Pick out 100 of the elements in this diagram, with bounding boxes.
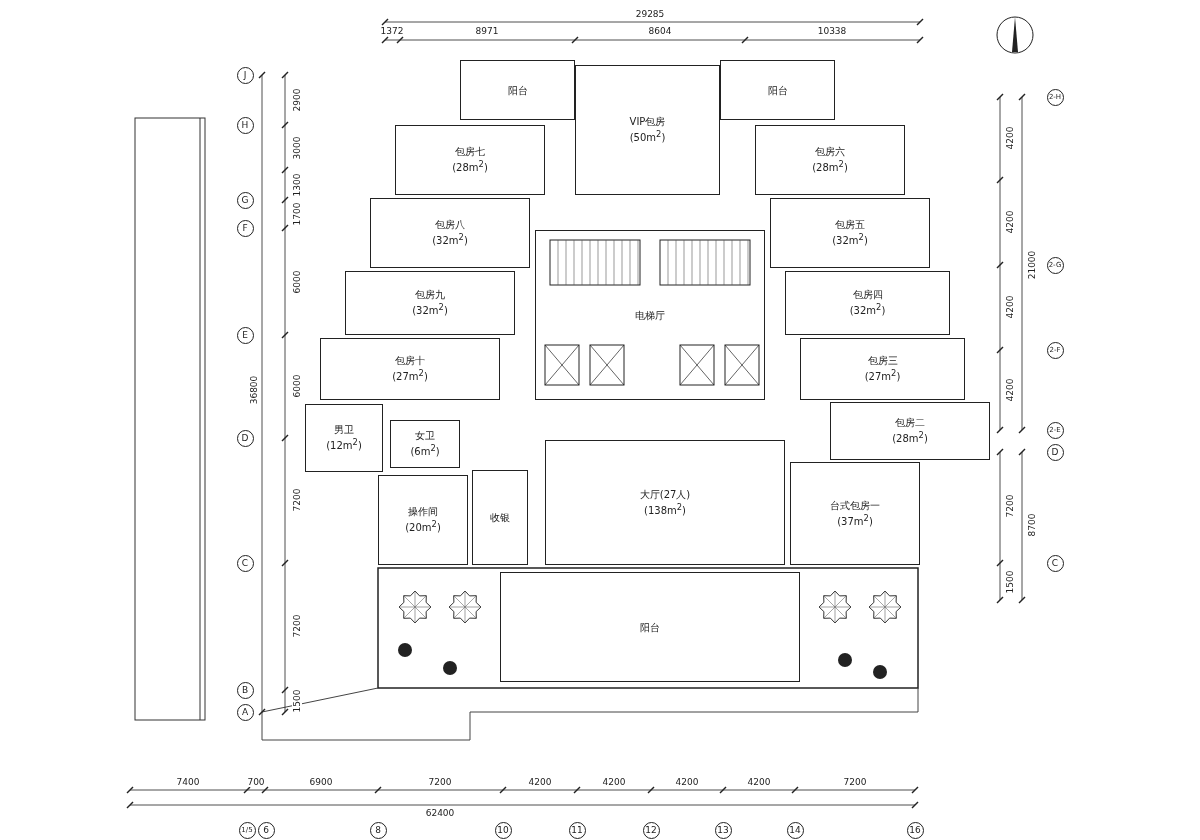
dimension-label: 1300: [292, 173, 302, 197]
room-name: 男卫: [334, 423, 354, 437]
dimension-label: 62400: [425, 808, 455, 818]
room-name: 台式包房一: [830, 498, 880, 512]
room-name: VIP包房: [629, 115, 666, 129]
grid-axis-label: D: [236, 429, 254, 447]
dimension-label: 700: [247, 777, 265, 787]
dimension-label: 7400: [176, 777, 200, 787]
dimension-label: 4200: [1005, 295, 1015, 319]
room-area: (20m$^{2}$): [405, 518, 441, 535]
dimension-label: 2900: [292, 88, 302, 112]
room-name: 女卫: [415, 429, 435, 443]
room-name: 包房八: [435, 218, 465, 232]
dimension-label: 4200: [747, 777, 771, 787]
room: [460, 60, 575, 120]
dimension-label: 4200: [1005, 210, 1015, 234]
room: [790, 462, 920, 565]
room-area: (28m$^{2}$): [452, 158, 488, 175]
grid-axis-label: H: [236, 116, 254, 134]
dimension-label: 4200: [1005, 378, 1015, 402]
grid-axis-label: J: [236, 66, 254, 84]
room-name: 包房十: [395, 354, 425, 368]
grid-axis-label: A: [236, 703, 254, 721]
room-area: (12m$^{2}$): [326, 436, 362, 453]
room: [785, 271, 950, 335]
dimension-label: 10338: [817, 26, 847, 36]
dimension-label: 1500: [292, 689, 302, 713]
grid-axis-label: 6: [257, 821, 275, 839]
dimension-label: 3000: [292, 136, 302, 160]
room-area: (27m$^{2}$): [864, 367, 901, 384]
dimension-label: 1700: [292, 202, 302, 226]
room-name: 包房三: [867, 354, 898, 368]
dimension-label: 8700: [1027, 513, 1037, 537]
room-area: (27m$^{2}$): [392, 367, 428, 384]
grid-axis-label: 11: [568, 821, 586, 839]
dimension-label: 36800: [249, 375, 259, 405]
grid-axis-label: B: [236, 681, 254, 699]
room-name: 收银: [490, 511, 510, 524]
room-name: 包房五: [835, 218, 865, 232]
room-name: 操作间: [408, 505, 438, 519]
dimension-label: 7200: [292, 614, 302, 638]
grid-axis-label: 8: [369, 821, 387, 839]
dimension-label: 6000: [292, 374, 302, 398]
room: [320, 338, 500, 400]
room-area: (32m$^{2}$): [849, 301, 886, 318]
grid-axis-label: 16: [906, 821, 924, 839]
dimension-label: 4200: [1005, 126, 1015, 150]
room: [545, 440, 785, 565]
grid-axis-label: 10: [494, 821, 512, 839]
dimension-label: 7200: [1005, 494, 1015, 518]
room-area: (32m$^{2}$): [432, 231, 468, 248]
dimension-label: 7200: [292, 488, 302, 512]
grid-axis-label: C: [236, 554, 254, 572]
room-name: 阳台: [640, 620, 660, 634]
dimension-label: 7200: [428, 777, 452, 787]
room: [755, 125, 905, 195]
room-name: 大厅(27人): [639, 487, 691, 501]
room: [378, 475, 468, 565]
room: [575, 65, 720, 195]
room-area: (37m$^{2}$): [837, 511, 873, 529]
room-name: 包房七: [455, 145, 485, 159]
grid-axis-label: G: [236, 191, 254, 209]
room: [370, 198, 530, 268]
room-name: 包房六: [815, 145, 845, 159]
dimension-label: 29285: [635, 9, 665, 19]
dimension-label: 6000: [292, 270, 302, 294]
room: [395, 125, 545, 195]
room: [305, 404, 383, 472]
grid-axis-label: F: [236, 219, 254, 237]
grid-axis-label: E: [236, 326, 254, 344]
grid-axis-label: 13: [714, 821, 732, 839]
room: [770, 198, 930, 268]
room-name: 阳台: [507, 83, 528, 97]
dimension-label: 1500: [1005, 570, 1015, 594]
dimension-label: 21000: [1027, 250, 1037, 280]
dimension-label: 8971: [475, 26, 499, 36]
dimension-label: 4200: [528, 777, 552, 787]
room: [830, 402, 990, 460]
grid-axis-label: 14: [786, 821, 804, 839]
room-name: 阳台: [767, 83, 788, 97]
room: [345, 271, 515, 335]
grid-axis-label: 12: [642, 821, 660, 839]
room: [500, 572, 800, 682]
room: [472, 470, 528, 565]
room-name: 包房九: [415, 288, 445, 302]
room: [720, 60, 835, 120]
room-name: 包房四: [852, 288, 883, 302]
room: [390, 420, 460, 468]
room-area: (32m$^{2}$): [832, 231, 868, 248]
room-area: (32m$^{2}$): [412, 301, 448, 318]
room-name: 包房二: [895, 416, 925, 430]
dimension-label: 7200: [843, 777, 867, 787]
dimension-label: 8604: [648, 26, 672, 36]
room-area: (28m$^{2}$): [892, 429, 928, 446]
dimension-label: 4200: [602, 777, 626, 787]
dimension-label: 6900: [309, 777, 333, 787]
room-name: 电梯厅: [635, 308, 665, 322]
room-area: (6m$^{2}$): [410, 442, 440, 459]
grid-axis-label: C: [1046, 554, 1064, 572]
room-area: (138m$^{2}$): [644, 500, 686, 518]
